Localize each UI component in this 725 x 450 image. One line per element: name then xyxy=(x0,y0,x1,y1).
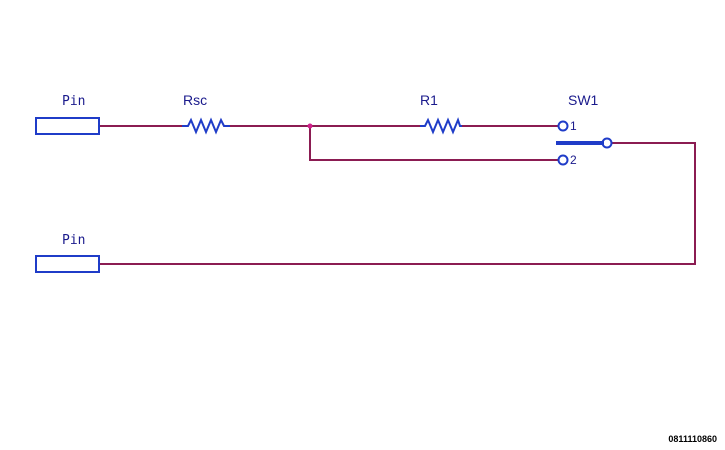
wire-bypass-to-sw1-terminal-2 xyxy=(309,126,558,161)
reference-code: 0811110860 xyxy=(668,434,717,444)
resistor-rsc: Rsc xyxy=(182,92,230,135)
switch-sw1-terminal-1-label: 1 xyxy=(570,119,577,133)
switch-sw1-terminal-2-contact xyxy=(557,154,569,166)
resistor-r1: R1 xyxy=(420,92,462,135)
pin-bottom: Pin xyxy=(35,233,100,273)
pin-top-connector xyxy=(35,117,100,135)
pin-top: Pin xyxy=(35,94,100,135)
switch-sw1-common-contact xyxy=(601,137,613,149)
switch-sw1-terminal-2-label: 2 xyxy=(570,153,577,167)
pin-bottom-connector xyxy=(35,255,100,273)
switch-sw1-label: SW1 xyxy=(568,92,599,108)
resistor-rsc-zigzag xyxy=(182,117,230,135)
junction-node xyxy=(307,123,313,129)
wires xyxy=(99,125,696,265)
resistor-r1-label: R1 xyxy=(420,92,438,108)
switch-sw1-terminal-1-contact xyxy=(557,120,569,132)
wire-return-loop xyxy=(99,142,696,265)
switch-sw1: SW1 1 2 xyxy=(556,92,613,167)
resistor-rsc-label: Rsc xyxy=(183,92,207,108)
pin-bottom-label: Pin xyxy=(62,233,85,248)
resistor-r1-zigzag xyxy=(420,117,462,135)
pin-top-label: Pin xyxy=(62,94,85,109)
